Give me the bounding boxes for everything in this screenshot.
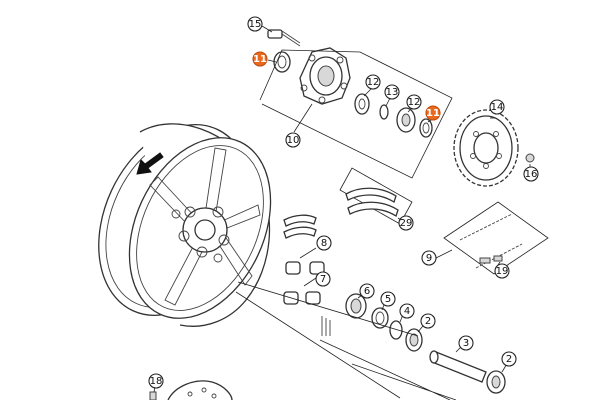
callout-6: 6 [359, 283, 375, 299]
svg-text:2: 2 [506, 354, 512, 365]
bolt-part [267, 29, 301, 47]
svg-text:7: 7 [320, 274, 326, 285]
callout-12: 12 [406, 94, 422, 110]
callout-15: 15 [247, 16, 263, 32]
svg-text:12: 12 [367, 77, 380, 88]
callout-7: 7 [315, 271, 331, 287]
callout-3: 3 [458, 335, 474, 351]
svg-text:8: 8 [321, 238, 327, 249]
callout-14: 14 [489, 99, 505, 115]
spacer-sleeve-part [429, 350, 487, 383]
callout-11-highlighted: 11 [425, 105, 441, 121]
callout-layer: 15 11 10 12 13 12 11 14 16 29 9 19 8 7 6 5 4 2 3 2 18 [148, 16, 539, 389]
sprocket-nut-part [525, 153, 535, 163]
svg-text:2: 2 [425, 316, 431, 327]
callout-11-highlighted: 11 [252, 51, 268, 67]
brake-disc-part [167, 380, 233, 400]
chain-slider-set [339, 167, 413, 225]
svg-text:12: 12 [408, 97, 421, 108]
callout-2: 2 [501, 351, 517, 367]
svg-text:15: 15 [249, 19, 262, 30]
svg-text:9: 9 [426, 253, 432, 264]
disc-screw-part [149, 391, 157, 400]
drive-chain-part [443, 201, 549, 275]
svg-text:14: 14 [491, 102, 504, 113]
svg-text:4: 4 [404, 306, 410, 317]
svg-text:5: 5 [385, 294, 391, 305]
bearing-parts-row [354, 93, 433, 138]
rotation-direction-arrow-icon [136, 152, 164, 175]
callout-10: 10 [285, 132, 301, 148]
callout-9: 9 [421, 250, 437, 266]
hub-damper-set [283, 214, 331, 336]
callout-13: 13 [384, 84, 400, 100]
svg-text:19: 19 [496, 266, 509, 277]
svg-text:11: 11 [253, 54, 267, 65]
svg-text:29: 29 [400, 218, 413, 229]
callout-29: 29 [398, 215, 414, 231]
svg-text:11: 11 [426, 108, 440, 119]
outer-bearing-part [486, 370, 506, 394]
callout-18: 18 [148, 373, 164, 389]
svg-text:3: 3 [463, 338, 469, 349]
svg-text:10: 10 [287, 135, 300, 146]
svg-text:16: 16 [525, 169, 538, 180]
seal-ring-part [273, 51, 291, 73]
callout-4: 4 [399, 303, 415, 319]
callout-8: 8 [316, 235, 332, 251]
callout-16: 16 [523, 166, 539, 182]
callout-19: 19 [494, 263, 510, 279]
callout-12: 12 [365, 74, 381, 90]
sprocket-carrier-part [299, 47, 351, 105]
callout-2: 2 [420, 313, 436, 329]
rear-wheel [98, 123, 272, 327]
svg-text:6: 6 [364, 286, 370, 297]
svg-text:13: 13 [386, 87, 399, 98]
callout-5: 5 [380, 291, 396, 307]
rear-sprocket-part [453, 109, 519, 187]
wheel-bearing-parts [345, 293, 423, 352]
svg-text:18: 18 [150, 376, 163, 387]
